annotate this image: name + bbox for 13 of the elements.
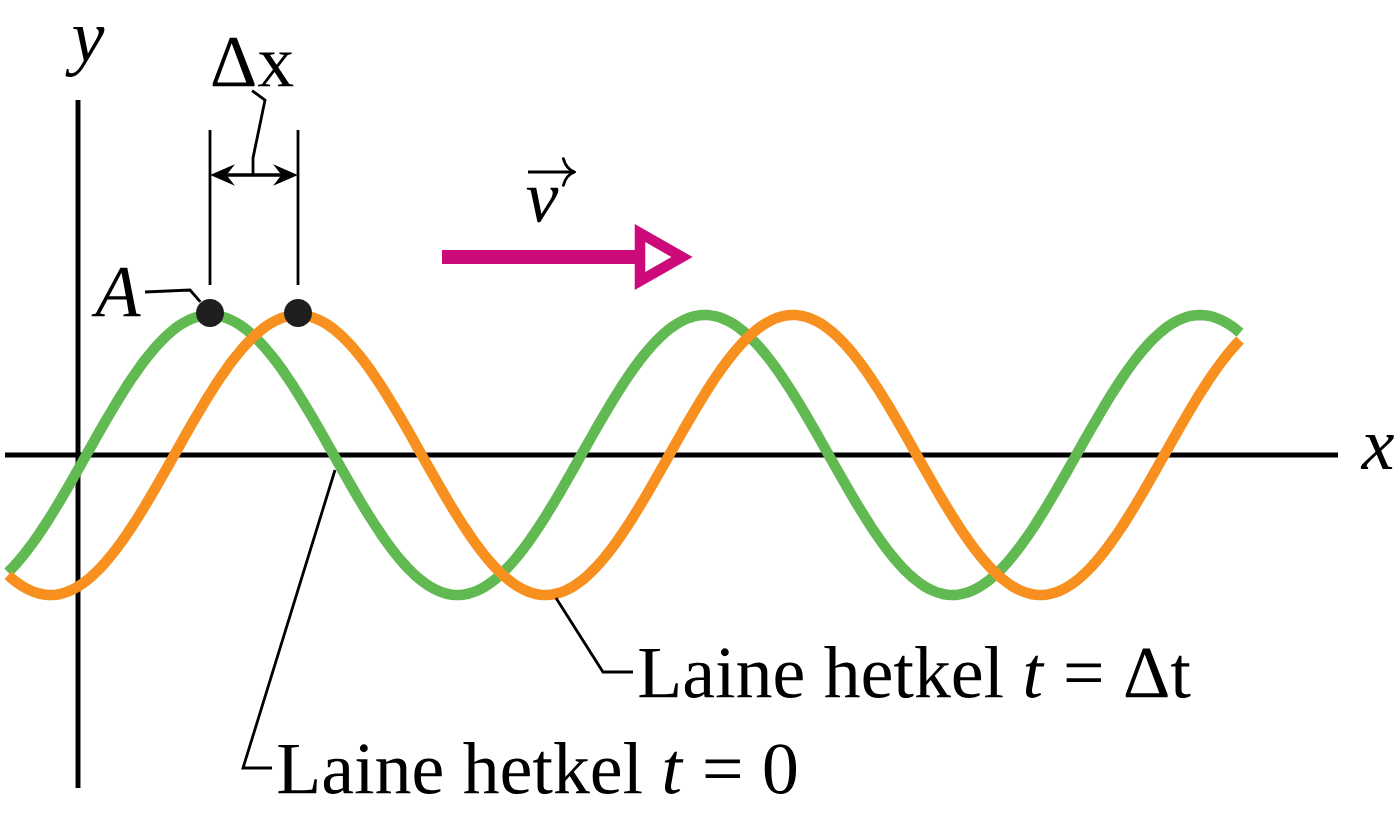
leader-line (251, 89, 267, 175)
axis-label: x (1360, 435, 1394, 469)
wave-label: Laine hetkel t = Δt (639, 646, 1191, 698)
point-dot (196, 299, 224, 327)
velocity-label: v (526, 187, 559, 223)
wave-label: Laine hetkel t = 0 (278, 742, 797, 794)
point-dot (284, 299, 312, 327)
axis-label: y (65, 27, 105, 77)
leader-line (241, 469, 337, 770)
leader-line (144, 288, 202, 303)
point-label: A (91, 267, 141, 317)
dimension-label: Δx (212, 37, 294, 87)
leader-line (554, 597, 633, 674)
